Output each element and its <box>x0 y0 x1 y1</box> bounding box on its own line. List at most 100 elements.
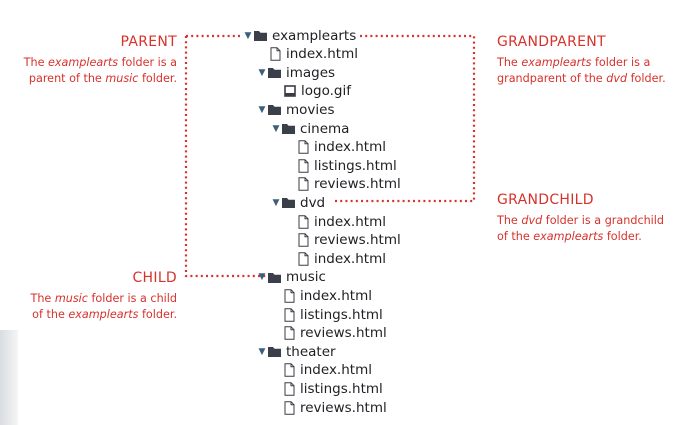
description-emphasis: examplearts <box>533 230 604 243</box>
file-row: listings.html <box>298 156 397 175</box>
file-row: index.html <box>298 212 386 231</box>
description-text: folder is a grandchild <box>542 214 665 227</box>
description-text: parent of the <box>28 72 106 85</box>
expand-arrow-icon: ▼ <box>272 197 280 208</box>
file-name: index.html <box>314 213 386 230</box>
description-text: folder. <box>627 72 666 85</box>
folder-icon <box>268 104 281 116</box>
file-row: index.html <box>284 361 372 380</box>
file-icon <box>298 158 309 173</box>
parent-connector-line <box>184 36 266 278</box>
file-name: logo.gif <box>301 83 351 100</box>
file-name: index.html <box>300 287 372 304</box>
child-label: CHILD The music folder is a child of the … <box>12 270 177 323</box>
file-name: listings.html <box>300 380 383 397</box>
grandparent-connector-line <box>333 34 476 203</box>
description-emphasis: examplearts <box>68 308 139 321</box>
description-text: folder is a <box>118 56 177 69</box>
folder-name: movies <box>286 101 335 118</box>
file-icon <box>298 251 309 266</box>
folder-icon <box>254 30 267 41</box>
file-row: index.html <box>298 249 386 268</box>
file-row: reviews.html <box>298 175 401 194</box>
description-emphasis: dvd <box>521 214 543 227</box>
description-text: The <box>23 56 49 69</box>
folder-icon <box>282 197 295 209</box>
file-name: index.html <box>314 250 386 267</box>
file-icon <box>298 214 309 229</box>
expand-arrow-icon: ▼ <box>258 346 266 357</box>
file-icon <box>284 307 295 322</box>
file-icon <box>284 326 295 340</box>
file-name: listings.html <box>314 157 397 174</box>
folder-name: examplearts <box>272 27 357 44</box>
file-icon <box>298 140 309 154</box>
expand-arrow-icon: ▼ <box>272 123 280 134</box>
file-row: listings.html <box>284 305 383 324</box>
description-text: folder. <box>603 230 642 243</box>
file-name: index.html <box>300 362 372 379</box>
child-heading: CHILD <box>132 270 177 286</box>
folder-icon <box>282 123 295 134</box>
file-name: index.html <box>286 46 358 63</box>
description-emphasis: music <box>54 292 88 305</box>
folder-row: ▼ music <box>256 268 326 287</box>
file-icon <box>298 233 309 247</box>
expand-arrow-icon: ▼ <box>258 104 266 115</box>
file-icon <box>284 289 295 303</box>
file-row: reviews.html <box>298 231 401 250</box>
file-row: reviews.html <box>284 324 387 343</box>
description-emphasis: examplearts <box>48 56 119 69</box>
description-text: of the <box>32 308 69 321</box>
description-text: The <box>497 56 522 69</box>
file-name: reviews.html <box>314 232 401 249</box>
folder-icon <box>268 272 281 283</box>
description-emphasis: examplearts <box>521 56 592 69</box>
parent-label: PARENT The examplearts folder is a parent… <box>12 34 177 87</box>
file-row: index.html <box>298 138 386 157</box>
child-description: The music folder is a child of the exampl… <box>12 291 177 323</box>
folder-name: theater <box>286 343 336 360</box>
folder-row: ▼cinema <box>270 119 350 138</box>
description-text: The <box>30 292 55 305</box>
grandchild-heading: GRANDCHILD <box>497 192 594 208</box>
folder-icon <box>268 67 281 79</box>
file-row: reviews.html <box>284 398 387 417</box>
description-text: of the <box>497 230 534 243</box>
file-name: reviews.html <box>300 325 387 342</box>
file-name: listings.html <box>300 306 383 323</box>
parent-description: The examplearts folder is a parent of the… <box>12 55 177 87</box>
file-row: listings.html <box>284 379 383 398</box>
folder-row: ▼images <box>256 63 336 82</box>
description-emphasis: music <box>105 72 139 85</box>
description-text: The <box>497 214 522 227</box>
description-emphasis: dvd <box>606 72 628 85</box>
expand-arrow-icon: ▼ <box>258 272 266 283</box>
parent-heading: PARENT <box>120 34 177 50</box>
folder-name: dvd <box>300 194 326 211</box>
description-text: folder. <box>138 72 177 85</box>
folder-name: images <box>286 64 336 81</box>
expand-arrow-icon: ▼ <box>244 30 252 41</box>
file-icon <box>284 382 295 396</box>
description-text: folder is a child <box>87 292 177 305</box>
grandchild-label: GRANDCHILD The dvd folder is a grandchil… <box>497 192 697 245</box>
file-row: index.html <box>270 45 358 64</box>
folder-row: ▼ dvd <box>270 193 326 212</box>
file-row: logo.gif <box>284 82 351 101</box>
file-name: index.html <box>314 139 386 156</box>
file-icon <box>284 363 295 378</box>
file-icon <box>284 400 295 415</box>
page-edge-shadow <box>0 330 18 425</box>
description-text: folder. <box>138 308 177 321</box>
image-file-icon <box>284 85 296 98</box>
description-text: grandparent of the <box>497 72 607 85</box>
grandparent-heading: GRANDPARENT <box>497 34 606 50</box>
folder-name: music <box>286 269 326 286</box>
folder-row: ▼ examplearts <box>242 26 357 45</box>
file-icon <box>298 177 309 192</box>
